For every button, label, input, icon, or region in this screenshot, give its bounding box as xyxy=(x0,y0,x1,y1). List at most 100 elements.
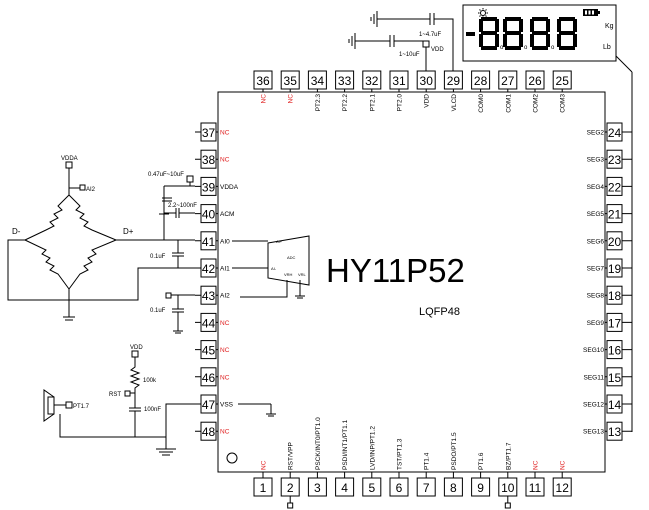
pin-label: LVD/INP/PT1.2 xyxy=(369,426,376,470)
pin-label: NC xyxy=(288,94,295,104)
pin-number: 21 xyxy=(608,208,622,222)
vdda-acm-network: 0.47uF~10uF 2.2~100nF xyxy=(148,172,197,240)
pin-number: 48 xyxy=(202,425,216,439)
pin-number: 33 xyxy=(338,74,352,88)
pin-label: VDDA xyxy=(220,184,239,191)
cap-vdd-label: 1~10uF xyxy=(399,52,420,58)
pin-label: PSCK/INT0/PT1.0 xyxy=(315,417,322,470)
rst-label: RST xyxy=(109,392,121,398)
pin-3: 3 PSCK/INT0/PT1.0 xyxy=(307,417,327,497)
lcd-digit: o xyxy=(479,17,504,51)
reset-network: VDD 100k RST 100nF xyxy=(65,345,276,456)
pin-number: 30 xyxy=(420,74,434,88)
pin-number: 6 xyxy=(396,481,403,495)
pin-label: PT1.6 xyxy=(478,452,485,470)
lcd-dp: o xyxy=(551,45,555,51)
pin-number: 4 xyxy=(341,481,348,495)
pin-label: COM3 xyxy=(560,94,567,113)
pin-label: COM2 xyxy=(533,94,540,113)
pin-label: COM1 xyxy=(505,94,512,113)
pin-label: PT2.1 xyxy=(369,94,376,112)
pin-label: NC xyxy=(261,94,268,104)
pin-label: RST/VPP xyxy=(288,442,295,470)
battery-icon xyxy=(583,9,600,16)
pin-number: 16 xyxy=(608,344,622,358)
pin-number: 13 xyxy=(608,425,622,439)
cap-ai2-label: 0.1uF xyxy=(150,308,166,314)
pin-number: 10 xyxy=(501,481,515,495)
pin-number: 43 xyxy=(202,289,216,303)
pin-number: 36 xyxy=(256,74,270,88)
pin-label: SEG7 xyxy=(587,266,605,273)
ic-body xyxy=(217,91,606,473)
pin-label: VSS xyxy=(220,402,234,409)
pin-label: NC xyxy=(220,429,230,436)
adc-ai-minus: AI- xyxy=(271,266,277,271)
pin-number: 29 xyxy=(447,74,461,88)
pin-number: 37 xyxy=(202,126,216,140)
pin-label: PT2.0 xyxy=(397,94,404,112)
lcd-digit xyxy=(466,32,475,36)
vdd-rst-label: VDD xyxy=(130,345,143,351)
load-cell-bridge: VDDA AI2 D- D+ 0.1uF xyxy=(7,156,195,321)
pin-number: 26 xyxy=(528,74,542,88)
pin-label: AI1 xyxy=(220,266,230,273)
res-rst-label: 100k xyxy=(143,378,157,384)
pin-48: 48 NC xyxy=(195,421,230,441)
pin-number: 7 xyxy=(423,481,430,495)
lcd-digit: o xyxy=(503,17,528,51)
pin-number: 25 xyxy=(556,74,570,88)
lcd-digit xyxy=(557,17,577,50)
pin-number: 38 xyxy=(202,153,216,167)
buzzer-label: PT1.7 xyxy=(73,404,90,410)
pin-number: 5 xyxy=(368,481,375,495)
lcd-unit-kg: Kg xyxy=(605,23,614,30)
pin-label: BZ/PT1.7 xyxy=(505,442,512,470)
pin-label: PT2.2 xyxy=(342,94,349,112)
pin-label: NC xyxy=(560,460,567,470)
pin-label: NC xyxy=(220,374,230,381)
pin-number: 2 xyxy=(287,481,294,495)
pin-number: 34 xyxy=(311,74,325,88)
pin-label: NC xyxy=(533,460,540,470)
pin-5: 5 LVD/INP/PT1.2 xyxy=(362,426,382,497)
pin-label: PSDO/PT1.5 xyxy=(451,432,458,470)
chip-name: HY11P52 xyxy=(326,252,465,289)
pin-label: NC xyxy=(220,157,230,164)
pin-number: 45 xyxy=(202,344,216,358)
pin-number: 27 xyxy=(501,74,515,88)
lcd-dp: o xyxy=(524,45,528,51)
chip-package: LQFP48 xyxy=(419,306,460,318)
pin-label: PT2.3 xyxy=(315,94,322,112)
pin-number: 3 xyxy=(314,481,321,495)
pins-right: 24SEG223SEG322SEG421SEG520SEG619SEG718SE… xyxy=(583,122,632,441)
vlcd-vdd-network: 1~4.7uF 1~10uF VDD xyxy=(348,11,454,71)
pin-label: SEG3 xyxy=(587,157,605,164)
cap-rst-label: 100nF xyxy=(144,407,161,413)
pin-label: SEG9 xyxy=(587,320,605,327)
ai2-net-label: AI2 xyxy=(86,187,96,193)
pin-10: 10 BZ/PT1.7 xyxy=(498,442,518,509)
bridge-minus-label: D- xyxy=(12,227,21,236)
pin-number: 41 xyxy=(202,235,216,249)
